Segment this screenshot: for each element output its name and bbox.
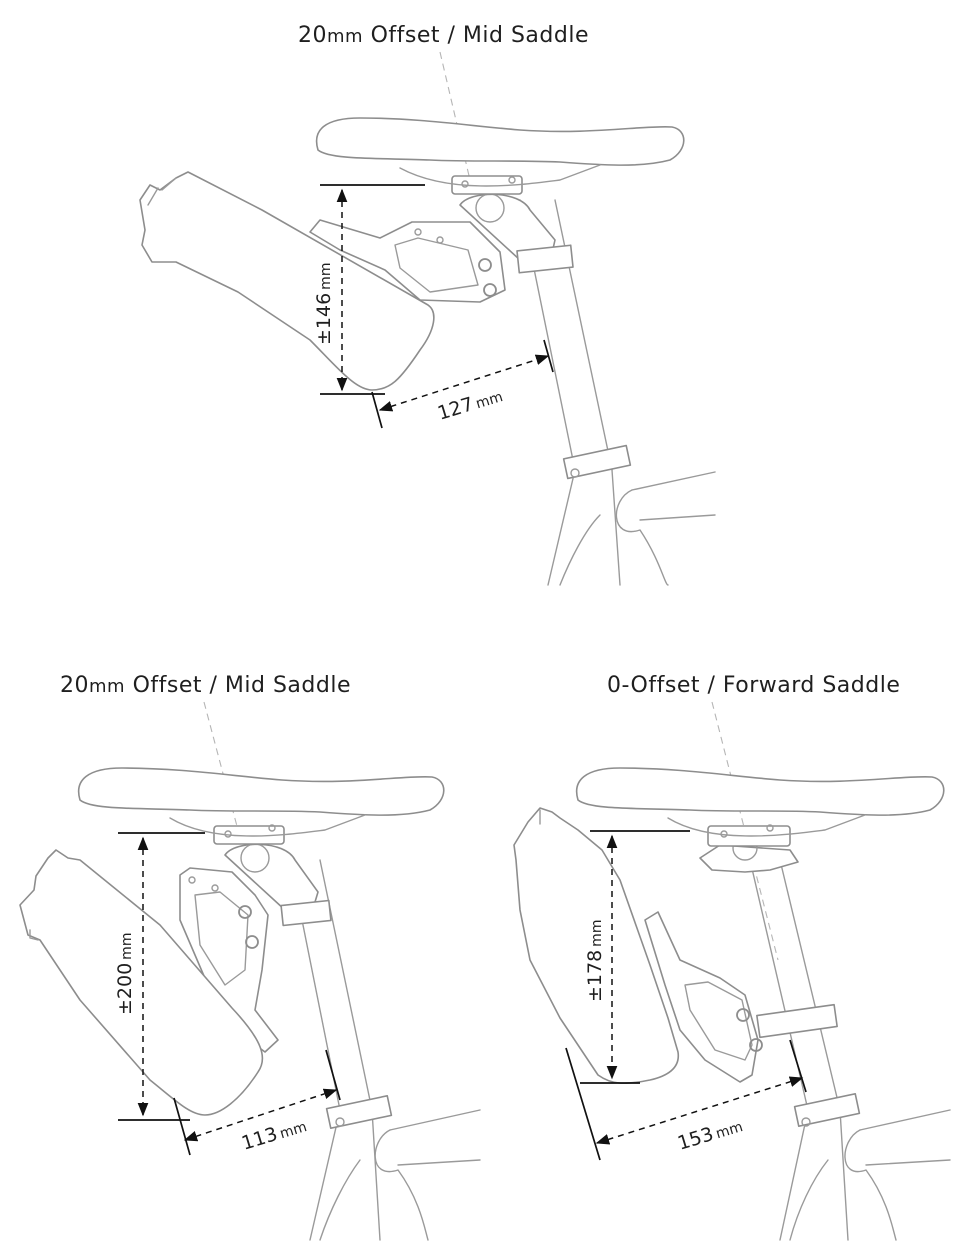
bike-frame	[749, 859, 951, 1241]
water-bottle	[139, 171, 435, 391]
seatpost-clamp	[451, 175, 574, 274]
dimension-height-right: ±178mm	[580, 830, 690, 1084]
diagram-bottom-right: 0-Offset / Forward Saddle	[513, 673, 951, 1241]
saddle	[575, 767, 945, 816]
height-label-left: ±200mm	[114, 933, 136, 1015]
height-label-right: ±178mm	[584, 920, 606, 1002]
diagram-top: 20mm Offset / Mid Saddle	[139, 23, 716, 586]
seatpost-clamp	[699, 824, 838, 1039]
cage-adapter	[644, 911, 759, 1083]
saddle	[77, 767, 445, 816]
diagram-bottom-right-title: 0-Offset / Forward Saddle	[607, 673, 900, 698]
bike-frame	[519, 199, 716, 586]
diagram-bottom-left-title: 20mm Offset / Mid Saddle	[60, 673, 351, 698]
cage-adapter	[309, 219, 506, 303]
dimension-height-top: ±146mm	[313, 184, 425, 395]
seatpost-clamp	[213, 824, 332, 927]
reach-label-top: 127mm	[435, 384, 505, 424]
reach-label-right: 153mm	[675, 1114, 745, 1154]
dimension-height-left: ±200mm	[114, 832, 205, 1121]
diagram-top-title: 20mm Offset / Mid Saddle	[298, 23, 589, 48]
height-label-top: ±146mm	[313, 263, 335, 345]
reach-label-left: 113mm	[239, 1114, 309, 1154]
diagram-bottom-left: 20mm Offset / Mid Saddle	[19, 673, 481, 1241]
saddle	[315, 117, 685, 166]
